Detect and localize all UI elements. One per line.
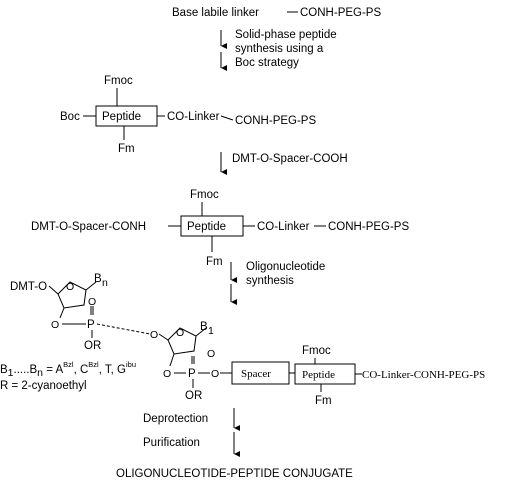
bond xyxy=(169,353,175,367)
bases-definition: B1.....Bn = ABzl, CBzl, T, Gibu xyxy=(0,360,136,379)
step1-line1: Solid-phase peptide xyxy=(235,29,337,41)
o-label: O xyxy=(207,348,215,360)
p-label: P xyxy=(87,319,95,331)
or-label: OR xyxy=(84,340,101,352)
step3-line2: synthesis xyxy=(246,275,294,287)
tail-label: CO-Linker-CONH-PEG-PS xyxy=(362,369,485,381)
resin-label: CONH-PEG-PS xyxy=(300,7,381,19)
bond xyxy=(195,327,207,337)
ring-oxygen: O xyxy=(66,281,74,293)
fmoc-label: Fmoc xyxy=(302,345,331,357)
base-bn-label: B xyxy=(94,273,102,285)
bond xyxy=(48,285,59,295)
reagent-2: DMT-O-Spacer-COOH xyxy=(232,153,348,165)
o-label: O xyxy=(88,296,96,308)
product-label: OLIGONUCLEOTIDE-PEPTIDE CONJUGATE xyxy=(116,468,353,480)
dmt-spacer-conh: DMT-O-Spacer-CONH xyxy=(31,221,146,233)
co-linker-label: CO-Linker xyxy=(257,221,310,233)
deprotection-label: Deprotection xyxy=(143,413,208,425)
o-label: O xyxy=(163,368,171,380)
purification-label: Purification xyxy=(143,437,200,449)
base-b1-sub: 1 xyxy=(208,325,214,337)
o-label: O xyxy=(150,329,158,341)
dashed-bond xyxy=(96,323,151,335)
resin-label: CONH-PEG-PS xyxy=(235,115,316,127)
fmoc-label: Fmoc xyxy=(104,75,133,87)
fm-label: Fm xyxy=(118,143,135,155)
peptide-label: Peptide xyxy=(102,111,141,123)
peptide-label: Peptide xyxy=(187,221,226,233)
bond xyxy=(59,307,65,319)
ring-oxygen: O xyxy=(176,327,184,339)
or-label: OR xyxy=(185,390,202,402)
base-bn-sub: n xyxy=(102,277,108,289)
step3-line1: Oligonucleotide xyxy=(246,261,325,273)
o-label: O xyxy=(51,319,59,331)
sugar-ring-1 xyxy=(57,281,87,309)
start-material: Base labile linker xyxy=(172,7,259,19)
fmoc-label: Fmoc xyxy=(190,189,219,201)
dmt-o-label: DMT-O xyxy=(10,281,47,293)
spacer-label: Spacer xyxy=(241,368,271,380)
bond xyxy=(220,115,234,121)
co-linker-label: CO-Linker xyxy=(167,111,220,123)
base-b1-label: B xyxy=(200,321,208,333)
peptide-label: Peptide xyxy=(302,369,335,381)
fm-label: Fm xyxy=(206,256,223,268)
sugar-ring-2 xyxy=(167,327,197,355)
step1-line2: synthesis using a xyxy=(235,43,324,55)
fm-label: Fm xyxy=(315,395,332,407)
o-label: O xyxy=(211,368,219,380)
resin-label: CONH-PEG-PS xyxy=(328,221,409,233)
bond xyxy=(158,333,169,341)
p-label: P xyxy=(188,368,196,380)
step1-line3: Boc strategy xyxy=(235,57,299,69)
boc-label: Boc xyxy=(60,111,80,123)
r-definition: R = 2-cyanoethyl xyxy=(0,380,87,392)
bond xyxy=(85,281,97,291)
